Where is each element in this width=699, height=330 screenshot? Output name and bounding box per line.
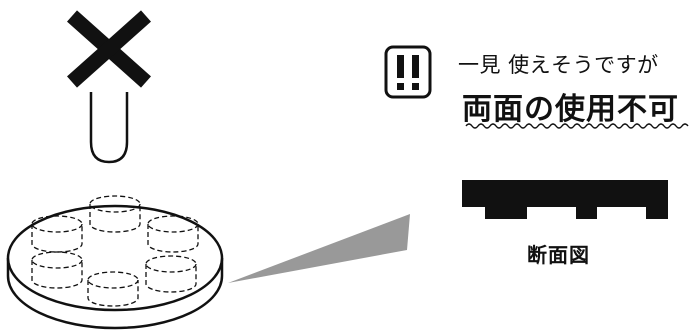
notice-heading: 両面の使用不可 xyxy=(462,92,679,127)
double-exclamation-warning-icon xyxy=(384,45,432,99)
tablet-lower-right xyxy=(145,255,197,293)
tablet-upper-right xyxy=(147,215,199,253)
tablet-lower-left xyxy=(31,251,83,289)
cross-section-profile xyxy=(462,180,668,219)
tablet-upper-left xyxy=(31,215,83,253)
x-mark-prohibited-icon xyxy=(67,10,151,88)
tablet-bottom xyxy=(87,271,139,307)
tablet-top xyxy=(89,195,141,233)
callout-pointer xyxy=(228,214,410,283)
dashed-tablets xyxy=(31,195,199,307)
tablet-disk xyxy=(6,204,224,330)
cross-section-caption: 断面図 xyxy=(527,243,590,267)
pusher-shape xyxy=(89,92,129,164)
wavy-underline xyxy=(465,123,689,129)
notice-subtitle: 一見 使えそうですが xyxy=(458,53,659,77)
